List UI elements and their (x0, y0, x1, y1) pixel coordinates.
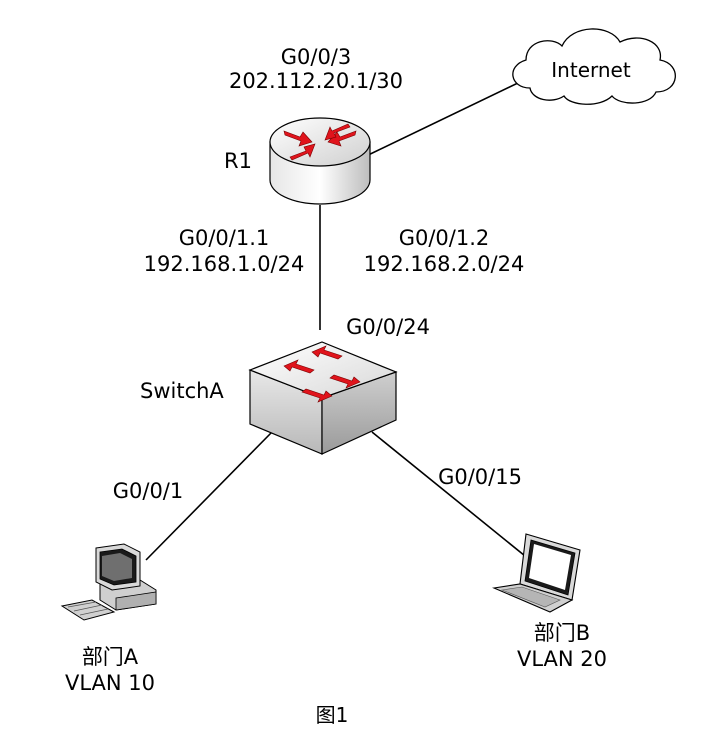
dept-b-name: 部门B (534, 621, 590, 645)
switch-port-b: G0/0/15 (438, 465, 522, 489)
router-icon (269, 117, 371, 205)
router-subif-1-net: 192.168.1.0/24 (144, 252, 305, 276)
link-switch-dept-b (371, 431, 531, 561)
figure-caption: 图1 (316, 703, 349, 727)
dept-a-name: 部门A (82, 645, 139, 669)
internet-label: Internet (551, 58, 631, 82)
dept-a-vlan: VLAN 10 (65, 671, 155, 695)
desktop-computer-icon (60, 543, 157, 621)
router-uplink-port: G0/0/3 (281, 45, 352, 69)
link-switch-dept-a (145, 431, 273, 561)
router-subif-2-net: 192.168.2.0/24 (364, 252, 525, 276)
cloud-icon (512, 28, 676, 105)
router-subif-1: G0/0/1.1 (179, 226, 270, 250)
switch-uplink-port: G0/0/24 (346, 315, 430, 339)
dept-b-vlan: VLAN 20 (517, 647, 607, 671)
router-subif-2: G0/0/1.2 (399, 226, 490, 250)
switch-icon (248, 341, 398, 455)
link-router-internet (361, 81, 521, 159)
laptop-icon (492, 533, 581, 613)
switch-port-a: G0/0/1 (113, 479, 184, 503)
router-name: R1 (224, 149, 252, 173)
router-uplink-ip: 202.112.20.1/30 (229, 69, 403, 93)
switch-name: SwitchA (140, 379, 224, 403)
